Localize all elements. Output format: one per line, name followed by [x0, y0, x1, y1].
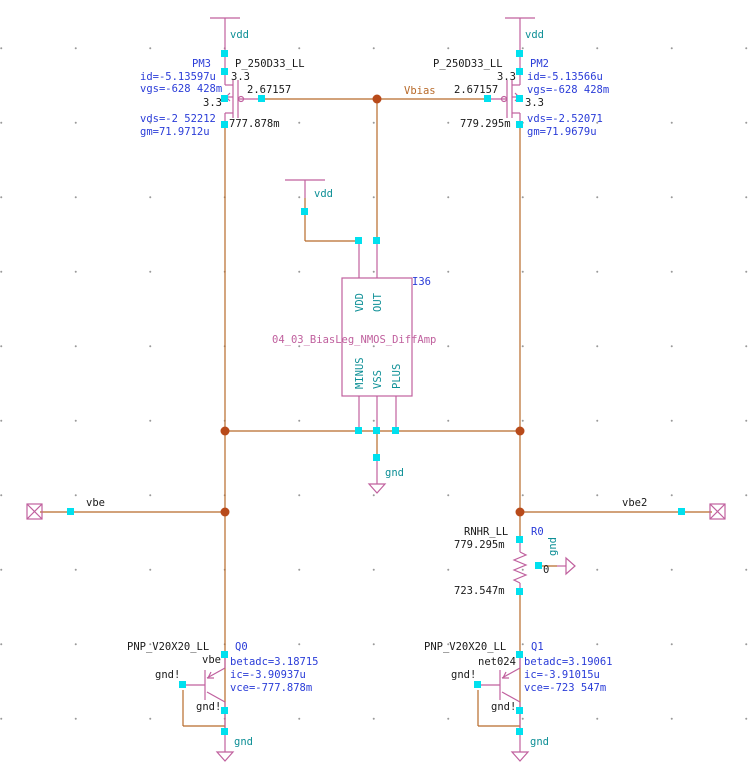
- pm2-gate-voltage: 2.67157: [454, 84, 498, 96]
- pnp-q0[interactable]: PNP_V20X20_LL Q0 vbe betadc=3.18715 ic=-…: [127, 641, 319, 762]
- port-vbe2[interactable]: vbe2: [622, 497, 726, 520]
- port-vbe-label: vbe: [86, 497, 105, 509]
- amp-pin-vdd: VDD: [354, 293, 366, 312]
- q1-ic: ic=-3.91015u: [524, 669, 600, 681]
- pm3-drain-voltage: 777.878m: [229, 118, 280, 130]
- pmos-pm2[interactable]: vdd P_250D33_LL PM2 3.3 id=-5.13566u vgs…: [433, 17, 609, 138]
- pm2-gm: gm=71.9679u: [527, 126, 597, 138]
- q1-vce: vce=-723 547m: [524, 682, 606, 694]
- amp-vdd-label: vdd: [314, 188, 333, 200]
- q0-betadc: betadc=3.18715: [230, 656, 319, 668]
- pm2-supply-label: vdd: [525, 29, 544, 41]
- amp-pin-out: OUT: [372, 292, 384, 312]
- q0-collector-net: gnd!: [196, 701, 221, 713]
- pm3-vds: vds=-2 52212: [140, 113, 216, 125]
- pm2-inst: PM2: [530, 58, 549, 70]
- q0-emitter-net: vbe: [202, 654, 221, 666]
- pm2-length: 3.3: [525, 97, 544, 109]
- q1-betadc: betadc=3.19061: [524, 656, 613, 668]
- pm3-model: P_250D33_LL: [235, 58, 305, 70]
- q1-inst: Q1: [531, 641, 544, 653]
- pm2-id: id=-5.13566u: [527, 71, 603, 83]
- pm3-gm: gm=71.9712u: [140, 126, 210, 138]
- q1-collector-net: gnd!: [491, 701, 516, 713]
- r0-inst: R0: [531, 526, 544, 538]
- amp-pin-plus: PLUS: [391, 364, 403, 389]
- pm2-drain-voltage: 779.295m: [460, 118, 511, 130]
- pm3-length: 3.3: [203, 97, 222, 109]
- pnp-q1[interactable]: PNP_V20X20_LL Q1 net024 betadc=3.19061 i…: [424, 641, 613, 762]
- pm3-gate-voltage: 2.67157: [247, 84, 291, 96]
- amp-gnd-symbol: gnd: [367, 458, 404, 494]
- r0-sub-net-label: gnd: [547, 537, 559, 556]
- amp-pin-minus: MINUS: [354, 357, 366, 389]
- amp-gnd-label: gnd: [385, 467, 404, 479]
- r0-bottom-voltage: 723.547m: [454, 585, 505, 597]
- wires: [40, 98, 712, 732]
- pin-markers: [67, 50, 685, 735]
- pm3-id: id=-5.13597u: [140, 71, 216, 83]
- amp-vdd-supply: vdd: [285, 179, 333, 200]
- port-vbe2-label: vbe2: [622, 497, 647, 509]
- port-vbe[interactable]: vbe: [26, 497, 105, 520]
- pmos-pm3[interactable]: vdd PM3 P_250D33_LL id=-5.13597u 3.3 vgs…: [140, 17, 305, 138]
- amp-pin-vss: VSS: [372, 370, 384, 389]
- q0-inst: Q0: [235, 641, 248, 653]
- amp-inst: I36: [412, 276, 431, 288]
- r0-top-voltage: 779.295m: [454, 539, 505, 551]
- q0-model: PNP_V20X20_LL: [127, 641, 209, 653]
- r0-sub-voltage: 0: [543, 564, 549, 576]
- pm2-vds: vds=-2.52071: [527, 113, 603, 125]
- q0-base-net: gnd!: [155, 669, 180, 681]
- pm2-vgs: vgs=-628 428m: [527, 84, 609, 96]
- pm2-model: P_250D33_LL: [433, 58, 503, 70]
- amp-cell-name: 04_03_BiasLeg_NMOS_DiffAmp: [272, 334, 436, 346]
- q0-vce: vce=-777.878m: [230, 682, 312, 694]
- r0-model: RNHR_LL: [464, 526, 508, 538]
- q1-gnd-label: gnd: [530, 736, 549, 748]
- q1-model: PNP_V20X20_LL: [424, 641, 506, 653]
- diffamp-i36[interactable]: I36 04_03_BiasLeg_NMOS_DiffAmp VDD OUT M…: [272, 241, 436, 431]
- pm2-width: 3.3: [497, 71, 516, 83]
- resistor-r0[interactable]: RNHR_LL R0 779.295m 723.547m 0 gnd: [454, 526, 576, 597]
- q1-emitter-net: net024: [478, 656, 516, 668]
- pm3-supply-label: vdd: [230, 29, 249, 41]
- vbias-net-label: Vbias: [404, 85, 436, 97]
- pm3-vgs: vgs=-628 428m: [140, 83, 222, 95]
- q0-ic: ic=-3.90937u: [230, 669, 306, 681]
- q0-gnd-label: gnd: [234, 736, 253, 748]
- junctions: [220, 94, 525, 517]
- pm3-inst: PM3: [192, 58, 211, 70]
- pm3-width: 3.3: [231, 71, 250, 83]
- q1-base-net: gnd!: [451, 669, 476, 681]
